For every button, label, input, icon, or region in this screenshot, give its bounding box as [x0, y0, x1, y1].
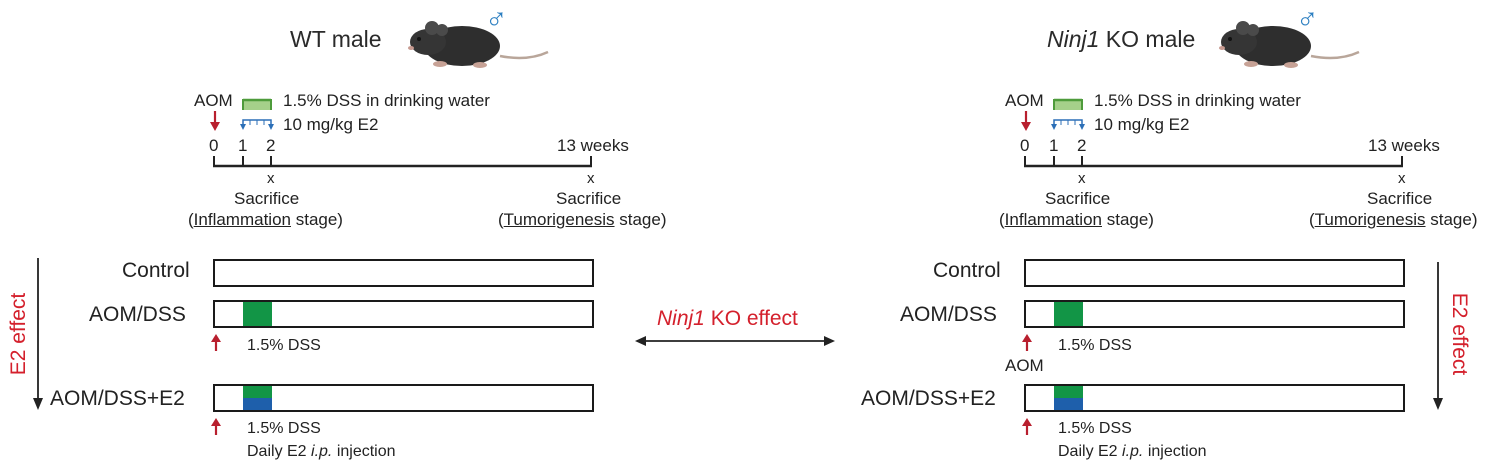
wt-panel: WT male ♂ AOM 1.5% DSS in drinking water…	[0, 0, 750, 468]
wt-e2-effect-label: E2 effect	[7, 289, 31, 379]
ko-group-control: Control	[933, 259, 1001, 283]
ko-aom-arrow-3	[1021, 418, 1033, 438]
wt-group-aomdss: AOM/DSS	[89, 303, 186, 327]
wt-sac2-mark: x	[587, 170, 595, 187]
ko-tick-2: 2	[1077, 136, 1086, 156]
ko-e2-note: Daily E2 i.p. injection	[1058, 443, 1207, 461]
wt-sac2-stage: (Tumorigenesis stage)	[498, 210, 667, 230]
wt-timeline	[0, 0, 750, 240]
ko-aom-arrow-2	[1021, 334, 1033, 354]
wt-sac1-word: Sacrifice	[234, 189, 299, 209]
wt-aom-arrow-2	[210, 334, 222, 354]
ko-e2-effect-label: E2 effect	[1447, 289, 1471, 379]
wt-aom-arrow-3	[210, 418, 222, 438]
wt-dss-note-3: 1.5% DSS	[247, 420, 321, 438]
ninj1-ko-effect-label: Ninj1 KO effect	[657, 307, 798, 331]
ko-sac2-stage: (Tumorigenesis stage)	[1309, 210, 1478, 230]
ko-sac1-mark: x	[1078, 170, 1086, 187]
ko-sac2-mark: x	[1398, 170, 1406, 187]
wt-tick-1: 1	[238, 136, 247, 156]
ko-group-aomdss: AOM/DSS	[900, 303, 997, 327]
ko-tick-0: 0	[1020, 136, 1029, 156]
wt-dss-note-2: 1.5% DSS	[247, 337, 321, 355]
wt-tick-0: 0	[209, 136, 218, 156]
wt-dss-block-aomdsse2	[243, 386, 272, 398]
ko-panel: Ninj1 KO male ♂ AOM 1.5% DSS in drinking…	[811, 0, 1500, 468]
wt-group-aomdsse2: AOM/DSS+E2	[50, 387, 185, 411]
ko-dss-note-3: 1.5% DSS	[1058, 420, 1132, 438]
wt-sac2-word: Sacrifice	[556, 189, 621, 209]
ko-sac1-stage: (Inflammation stage)	[999, 210, 1154, 230]
ninj1-ko-effect-arrow	[635, 334, 835, 348]
wt-e2-note: Daily E2 i.p. injection	[247, 443, 396, 461]
ko-aom-note-2: AOM	[1005, 356, 1044, 376]
wt-e2-block-aomdsse2	[243, 398, 272, 410]
ko-bar-control	[1024, 259, 1405, 287]
wt-bar-control	[213, 259, 594, 287]
ko-dss-note-2: 1.5% DSS	[1058, 337, 1132, 355]
wt-dss-block-aomdss	[243, 302, 272, 326]
wt-sac1-mark: x	[267, 170, 275, 187]
ko-sac1-word: Sacrifice	[1045, 189, 1110, 209]
ko-dss-block-aomdsse2	[1054, 386, 1083, 398]
ko-e2-block-aomdsse2	[1054, 398, 1083, 410]
ko-dss-block-aomdss	[1054, 302, 1083, 326]
ko-e2-effect-arrow	[1428, 0, 1448, 420]
ko-tick-1: 1	[1049, 136, 1058, 156]
ko-sac2-word: Sacrifice	[1367, 189, 1432, 209]
wt-sac1-stage: (Inflammation stage)	[188, 210, 343, 230]
ko-group-aomdsse2: AOM/DSS+E2	[861, 387, 996, 411]
wt-tick-13: 13 weeks	[557, 136, 629, 156]
wt-tick-2: 2	[266, 136, 275, 156]
wt-group-control: Control	[122, 259, 190, 283]
